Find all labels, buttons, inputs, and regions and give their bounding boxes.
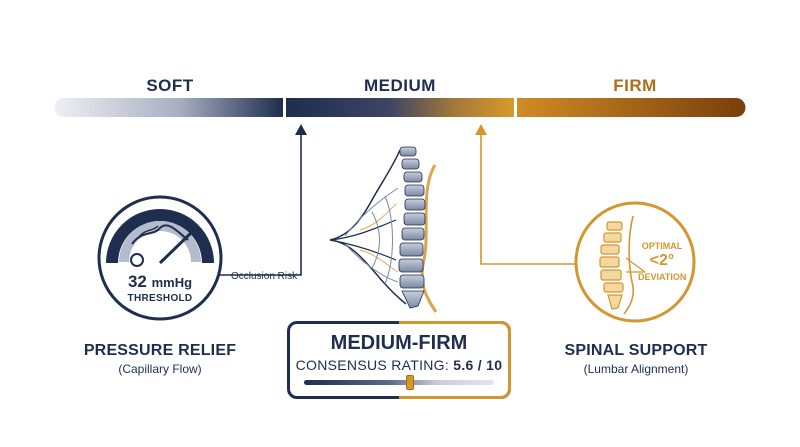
deviation-label: DEVIATION	[638, 272, 687, 282]
rating-marker	[406, 375, 415, 390]
arrow-up-icon	[295, 124, 307, 135]
zone-label-firm: FIRM	[613, 76, 657, 95]
pressure-connector	[220, 124, 307, 276]
rating-title: MEDIUM-FIRM	[330, 332, 468, 354]
arrow-up-icon	[475, 124, 487, 135]
consensus-rating-panel: MEDIUM-FIRM CONSENSUS RATING: 5.6 / 10	[287, 321, 511, 399]
pressure-value: 32	[127, 272, 147, 291]
firmness-scale-bar	[54, 98, 746, 117]
spine-alignment-icon	[574, 201, 696, 323]
firm-segment	[517, 98, 746, 117]
soft-segment	[54, 98, 283, 117]
rating-label: CONSENSUS RATING:	[295, 357, 454, 373]
occlusion-risk-label: Occlusion Risk	[231, 271, 298, 282]
pressure-relief-subtitle: (Capillary Flow)	[118, 362, 202, 376]
optimal-label: OPTIMAL	[641, 241, 683, 251]
pressure-unit: mmHg	[151, 275, 193, 290]
zone-label-soft: SOFT	[146, 76, 194, 95]
deviation-value: <2°	[649, 252, 675, 269]
spine-connector	[475, 124, 585, 265]
rating-track	[304, 380, 494, 385]
pressure-relief-title: PRESSURE RELIEF	[83, 342, 237, 359]
rating-score: 5.6 / 10	[453, 357, 503, 373]
rating-line: CONSENSUS RATING: 5.6 / 10	[290, 357, 508, 373]
spine-capillary-illustration	[329, 146, 438, 313]
medium-segment	[286, 98, 514, 117]
pressure-caption: THRESHOLD	[127, 293, 193, 304]
pressure-readout: 32 mmHg	[112, 272, 208, 292]
spinal-support-subtitle: (Lumbar Alignment)	[583, 362, 689, 376]
zone-label-medium: MEDIUM	[364, 76, 436, 95]
spinal-support-title: SPINAL SUPPORT	[564, 342, 708, 359]
pressure-gauge-icon	[97, 195, 223, 321]
